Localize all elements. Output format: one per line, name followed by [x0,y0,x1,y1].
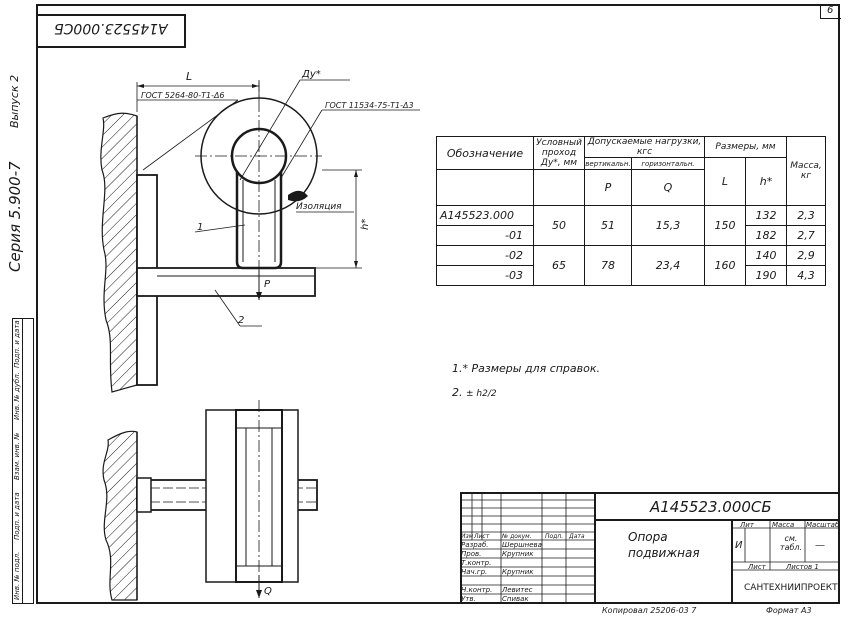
row-1-dy: 50 [533,205,585,246]
format-label: Формат А3 [766,606,812,615]
col-h: h* [745,157,787,206]
title-doc-code: А145523.000СБ [650,498,772,516]
mass-label: Масса [772,521,795,529]
role-2: Пров. [461,550,482,558]
row-3-dy: 65 [533,245,585,286]
row-1-mass: 2,3 [786,205,826,226]
row-1-L: 150 [704,205,746,246]
col-horizontal: горизонтальн. [631,157,705,170]
col-loads: Допускаемые нагрузки, кгс [584,136,705,158]
role-4: Нач.гр. [461,568,488,576]
row-3-P: 78 [584,245,632,286]
col-vertical: вертикальн. [584,157,632,170]
scale-value: — [815,540,825,551]
callout-1: 1 [197,222,203,233]
sheet-label: Лист [748,563,766,571]
col-L: L [704,157,746,206]
col-label-date: Дата [569,533,585,540]
support-drawing: L ГОСТ 5264-80-Т1-Δ6 Ду* ГОСТ 11534-75-Т… [100,69,420,601]
row-4-h: 190 [745,265,787,286]
sheets-label: Листов 1 [786,563,819,571]
spec-table: Обозначение Условный проход Ду*, мм Допу… [436,136,826,286]
col-Q: Q [631,169,705,206]
beam-part-2 [136,267,316,297]
title-name-line2: подвижная [628,546,700,560]
page-number: 6 [827,5,834,16]
row-1-h: 132 [745,205,787,226]
dy-label: Ду* [301,69,321,80]
h-dim-label: h* [360,219,371,230]
role-1: Разраб. [461,541,489,549]
col-label-doc: № докум. [502,533,532,540]
row-4-designation: -03 [436,265,534,286]
side-strip [12,318,34,604]
load-P-label: P [264,279,271,290]
col-sizes: Размеры, мм [704,136,787,158]
load-Q-label: Q [264,586,272,597]
col-label-sign: Подп. [545,533,564,540]
role-6-name: Спивак [502,595,529,603]
wall-section-upper [100,112,138,393]
row-3-L: 160 [704,245,746,286]
col-nominal-bore: Условный проход Ду*, мм [533,136,585,170]
nominal-bore-title: Условный проход [536,138,582,158]
col-designation-sub [436,169,534,206]
lit-label: Лит [740,521,754,529]
col-label-list: Лист [474,533,490,540]
insulation-label: Изоляция [296,202,342,212]
side-strip-divider [22,318,23,604]
note-2: 2. ± h2/2 [452,386,497,399]
row-2-h: 182 [745,225,787,246]
organization: САНТЕХНИИПРОЕКТ [744,583,838,593]
note-2-prefix: 2. [452,386,463,399]
lit-value: И [735,540,743,551]
role-5: Н.контр. [461,586,493,594]
col-P: P [584,169,632,206]
role-3: Т.контр. [461,559,492,567]
nominal-bore-unit: Ду*, мм [540,158,578,168]
callout-2: 2 [238,315,244,326]
col-mass: Масса, кг [786,136,826,206]
row-3-h: 140 [745,245,787,266]
copied-label: Копировал 25206-03 7 [602,606,697,615]
stamp-code-box [36,14,186,48]
col-bore-sub [533,169,585,206]
role-6: Утв. [461,595,476,603]
role-2-name: Крупник [502,550,534,558]
wall-section-lower [102,430,138,601]
row-1-designation: А145523.000 [436,205,534,226]
row-4-mass: 4,3 [786,265,826,286]
gost-weld-right: ГОСТ 11534-75-Т1-Δ3 [325,101,414,110]
note-2-expr: ± h2/2 [466,389,497,399]
title-name-line1: Опора [628,530,668,544]
gost-weld-left: ГОСТ 5264-80-Т1-Δ6 [141,91,225,100]
role-5-name: Левитес [502,586,533,594]
mass-value: см. табл. [779,534,803,552]
page-number-box [820,4,841,19]
role-4-name: Крупник [502,568,534,576]
row-2-designation: -01 [436,225,534,246]
row-2-mass: 2,7 [786,225,826,246]
sheet-frame [36,4,840,604]
col-designation: Обозначение [436,136,534,170]
row-1-P: 51 [584,205,632,246]
row-3-mass: 2,9 [786,245,826,266]
row-3-designation: -02 [436,245,534,266]
row-3-Q: 23,4 [631,245,705,286]
scale-label: Масштаб [806,521,840,529]
dim-L-label: L [186,70,192,83]
title-block-frame [460,492,840,604]
role-1-name: Шершнева [502,541,542,549]
title-block-grid [460,492,840,604]
note-1: 1.* Размеры для справок. [452,362,601,375]
col-label-izm: Изм [461,533,474,540]
row-1-Q: 15,3 [631,205,705,246]
